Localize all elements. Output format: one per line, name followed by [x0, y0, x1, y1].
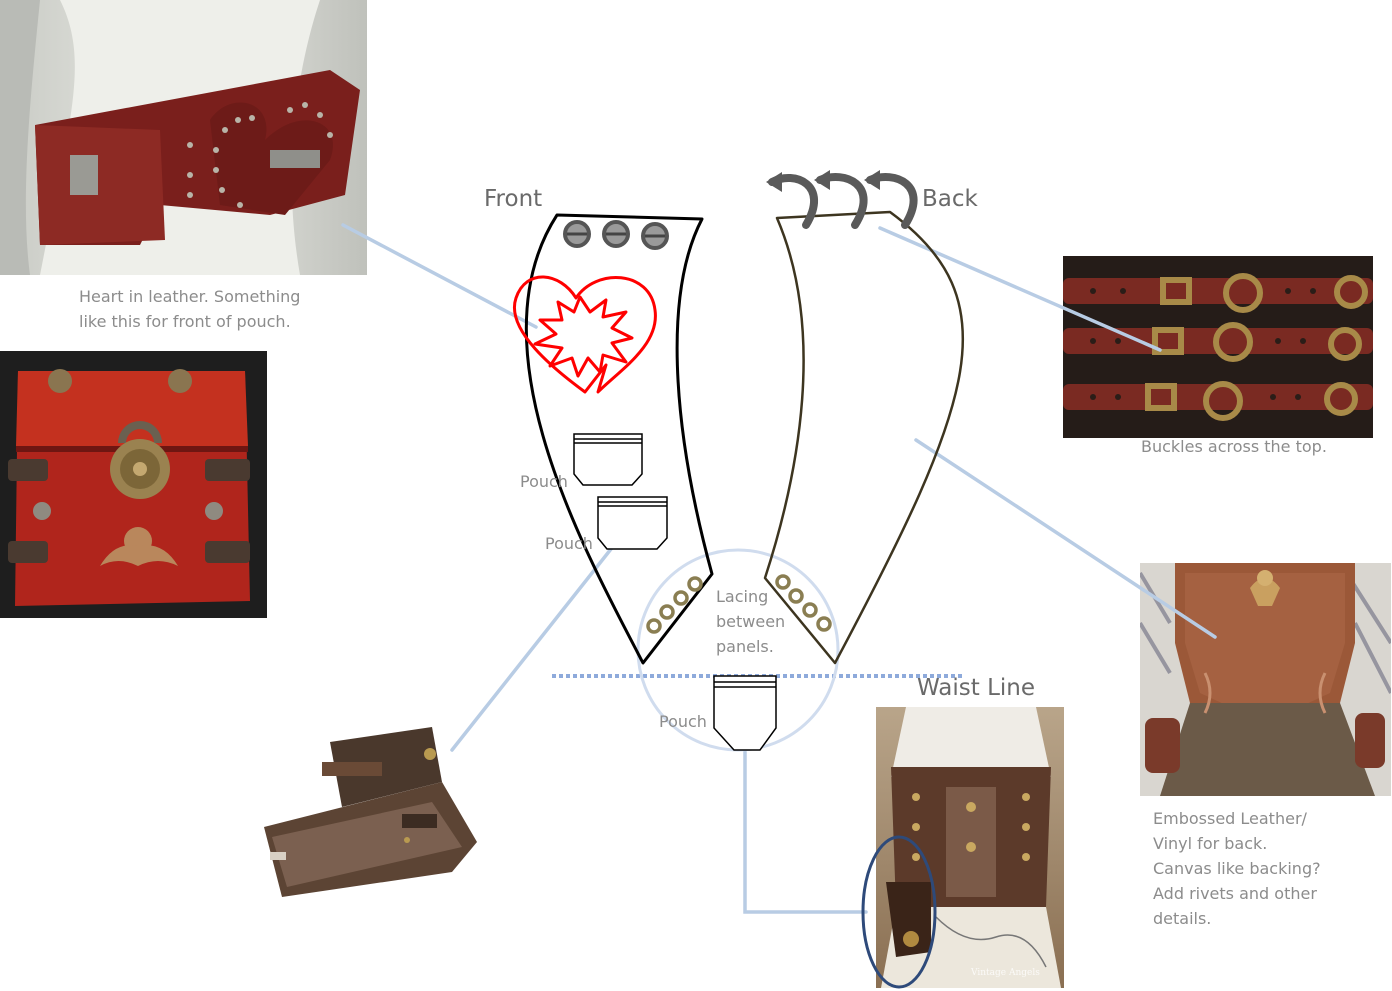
heart-shape [512, 275, 657, 394]
back-panel-outline [763, 210, 965, 665]
heart-note-line-2: like this for front of pouch. [79, 312, 291, 331]
pouch-label-3: Pouch [659, 712, 707, 731]
embossed-note-line-1: Embossed Leather/ [1153, 809, 1307, 828]
front-lacing-rings [646, 576, 703, 634]
embossed-note-line-2: Vinyl for back. [1153, 834, 1268, 853]
lacing-label-line-2: between [716, 612, 786, 631]
connector-embossed [914, 438, 1217, 639]
leather-pouch-photo [252, 722, 480, 900]
embossed-note-line-4: Add rivets and other [1153, 884, 1317, 903]
heart-belt-photo [0, 0, 367, 275]
pouch-label-2: Pouch [545, 534, 593, 553]
heart-starburst [533, 295, 634, 378]
connector-waist-pouch [743, 750, 868, 914]
photo-watermark: Vintage Angels [970, 968, 1040, 978]
pouch-shape-2 [597, 496, 668, 550]
pouch-shape-1 [573, 433, 643, 486]
pouch-shape-3 [713, 675, 777, 751]
connector-heart [341, 223, 538, 329]
pouch-label-1: Pouch [520, 472, 568, 491]
embossed-note-line-3: Canvas like backing? [1153, 859, 1321, 878]
buckles-photo [1063, 256, 1373, 438]
leather-box-photo [0, 351, 267, 618]
connector-pouch [450, 547, 613, 752]
back-lacing-rings [775, 574, 832, 632]
connector-buckles [878, 226, 1162, 352]
embossed-note-line-5: details. [1153, 909, 1212, 928]
embossed-corset-photo [1140, 563, 1391, 796]
outfit-pouch-highlight [861, 835, 937, 989]
waist-line-title: Waist Line [917, 675, 1035, 701]
front-buckle-rings [563, 220, 669, 250]
buckles-note: Buckles across the top. [1141, 437, 1327, 456]
lacing-label-line-3: panels. [716, 637, 774, 656]
back-title: Back [922, 186, 978, 212]
lacing-label-line-1: Lacing [716, 587, 769, 606]
heart-note-line-1: Heart in leather. Something [79, 287, 301, 306]
front-title: Front [484, 186, 543, 212]
front-panel-outline [524, 213, 714, 665]
